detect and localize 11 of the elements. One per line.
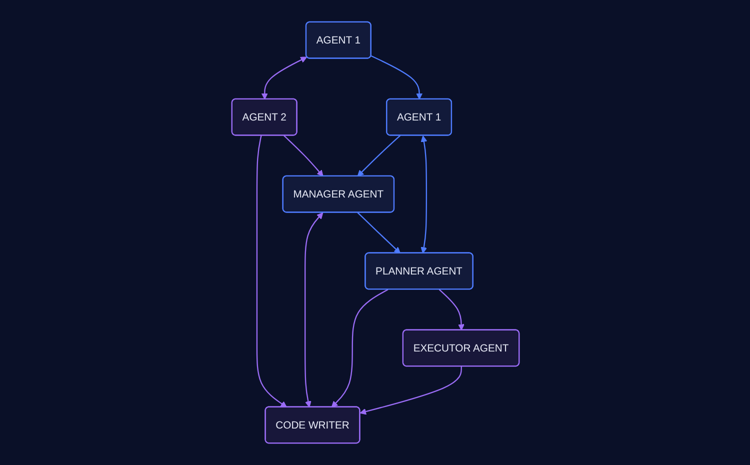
arrow <box>330 288 388 408</box>
arrow <box>304 212 323 408</box>
arrow <box>420 136 427 254</box>
arrow <box>260 56 307 100</box>
arrow <box>356 135 400 177</box>
arrow <box>283 135 323 177</box>
arrow <box>356 212 400 254</box>
arrow <box>370 55 422 100</box>
arrow <box>438 289 464 330</box>
arrow <box>256 135 286 408</box>
arrow <box>359 366 462 415</box>
